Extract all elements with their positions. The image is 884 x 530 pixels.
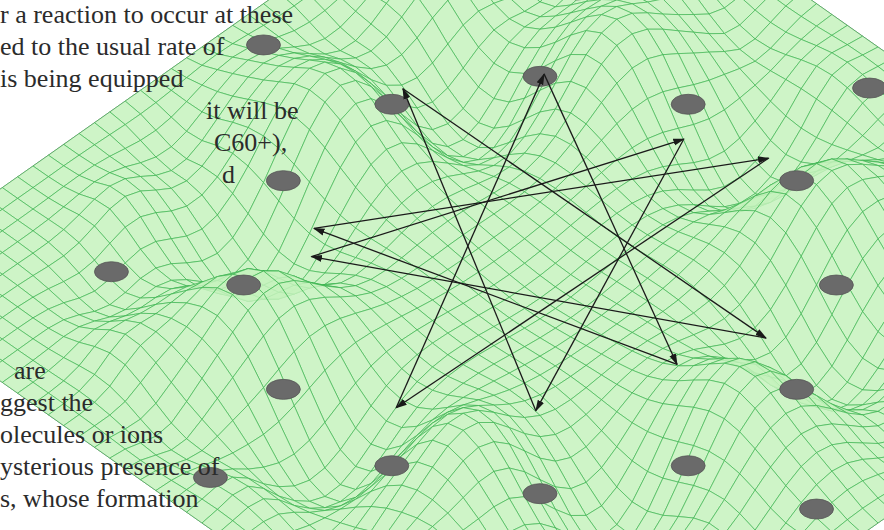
mesh-cell [217, 521, 248, 530]
body-text-fragment: is being equipped [0, 64, 183, 94]
body-text-fragment: C60+), [214, 128, 287, 158]
trajectory-arrow [544, 74, 677, 364]
mesh-cell [463, 400, 494, 406]
mesh-cell [878, 345, 884, 371]
mesh-cell [417, 527, 448, 530]
mesh-cell [832, 520, 863, 530]
body-text-fragment: ysterious presence of [0, 452, 219, 482]
well-disc [227, 275, 261, 295]
body-text-fragment: it will be [206, 96, 298, 126]
mesh-cell [294, 525, 325, 530]
well-disc [246, 35, 280, 55]
body-text-fragment: ggest the [0, 388, 93, 418]
well-disc [94, 262, 128, 282]
well-disc [375, 456, 409, 476]
trajectory-arrow [311, 257, 766, 338]
mesh-cell [694, 523, 725, 530]
mesh-cell [540, 524, 571, 530]
well-disc [780, 379, 814, 399]
well-discs [94, 0, 884, 530]
well-disc [523, 484, 557, 504]
trajectory-arrow [536, 139, 684, 411]
well-disc [266, 379, 300, 399]
mesh-cell [463, 519, 494, 530]
mesh-cell [525, 524, 556, 530]
body-text-fragment: s, whose formation [0, 484, 199, 514]
mesh-cell [878, 369, 884, 391]
well-disc [671, 456, 705, 476]
well-disc [375, 94, 409, 114]
trajectory-arrows [311, 74, 768, 411]
well-disc [819, 275, 853, 295]
well-disc [671, 94, 705, 114]
mesh-cell [801, 518, 832, 530]
trajectory-arrow [314, 228, 677, 364]
trajectory-arrow [396, 158, 768, 408]
mesh-cell [724, 514, 755, 530]
mesh-cell [433, 513, 464, 530]
trajectory-arrow [314, 158, 769, 228]
mesh-cell [602, 525, 633, 530]
well-disc [780, 171, 814, 191]
mesh-cell [878, 384, 884, 402]
well-disc [800, 499, 834, 519]
body-text-fragment: are [14, 356, 46, 386]
trajectory-arrow [311, 139, 683, 257]
well-disc [853, 78, 884, 98]
body-text-fragment: ed to the usual rate of [0, 32, 225, 62]
mesh-cell [325, 523, 356, 530]
mesh-cell [555, 528, 586, 530]
body-text-fragment: d [222, 160, 235, 190]
mesh-cell [402, 518, 433, 530]
body-text-fragment: r a reaction to occur at these [0, 0, 293, 30]
mesh-cell [771, 523, 802, 530]
well-disc [266, 171, 300, 191]
mesh-cell [248, 522, 279, 530]
mesh-cell [340, 528, 371, 530]
mesh-cell [755, 508, 786, 530]
mesh-cell [509, 525, 540, 530]
trajectory-arrow [403, 89, 766, 338]
body-text-fragment: olecules or ions [0, 420, 163, 450]
